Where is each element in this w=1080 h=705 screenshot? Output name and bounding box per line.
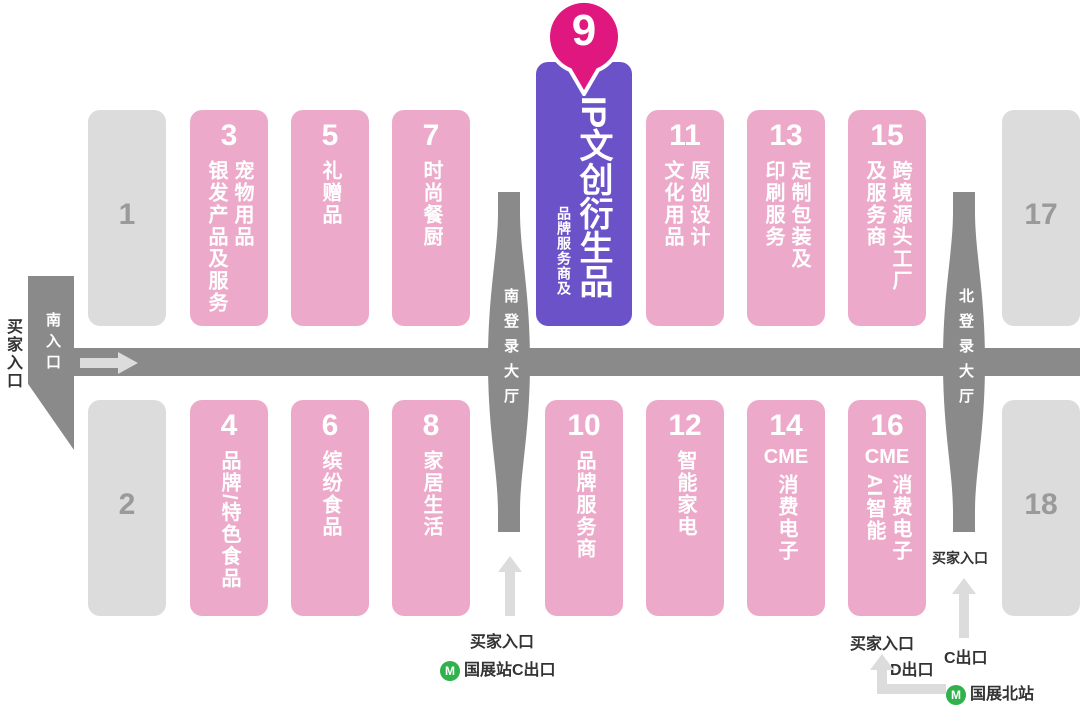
hall-17[interactable]: 17 bbox=[1002, 110, 1080, 326]
hall-11[interactable]: 11 文化用品原创设计 bbox=[646, 110, 724, 326]
hall-18[interactable]: 18 bbox=[1002, 400, 1080, 616]
hall-category: 及服务商 bbox=[863, 160, 885, 248]
hall-15[interactable]: 15 及服务商跨境源头工厂 bbox=[848, 110, 926, 326]
hall-tag: CME bbox=[763, 446, 809, 468]
hall-category: 文化用品 bbox=[661, 160, 683, 248]
hall-number: 16 bbox=[870, 409, 904, 442]
hall-4[interactable]: 4 品牌/特色食品 bbox=[190, 400, 268, 616]
hall-number: 2 bbox=[118, 488, 136, 521]
hall-category: 消费电子 bbox=[889, 474, 911, 562]
hall-number: 6 bbox=[321, 409, 339, 442]
south-lobby bbox=[488, 192, 530, 532]
buyer-entrance-south: 买家入口 bbox=[470, 634, 535, 651]
hall-category: 品牌/特色食品 bbox=[218, 450, 240, 590]
hall-12[interactable]: 12 智能家电 bbox=[646, 400, 724, 616]
hall-number: 8 bbox=[422, 409, 440, 442]
hall-number: 14 bbox=[769, 409, 803, 442]
hall-subcategory: 品牌服务商及 bbox=[556, 206, 572, 296]
hall-13[interactable]: 13 印刷服务定制包装及 bbox=[747, 110, 825, 326]
hall-number: 5 bbox=[321, 119, 339, 152]
metro-icon: M bbox=[946, 684, 966, 705]
hall-number: 13 bbox=[769, 119, 803, 152]
arrow-up-icon bbox=[870, 654, 946, 694]
map-pin-icon bbox=[546, 0, 622, 96]
arrow-right-icon bbox=[80, 352, 138, 374]
buyer-entrance-north-right: 买家入口 bbox=[932, 550, 988, 566]
hall-2[interactable]: 2 bbox=[88, 400, 166, 616]
hall-16[interactable]: 16 CME AI智能消费电子 bbox=[848, 400, 926, 616]
hall-number: 4 bbox=[220, 409, 238, 442]
hall-number: 15 bbox=[870, 119, 904, 152]
metro-station-c-label: 国展站C出口 bbox=[464, 662, 556, 679]
metro-station-north-label: 国展北站 bbox=[970, 686, 1035, 703]
hall-category: AI智能 bbox=[863, 474, 885, 542]
hall-category: 宠物用品 bbox=[231, 160, 253, 248]
hall-category: 礼赠品 bbox=[319, 160, 341, 226]
hall-number: 11 bbox=[669, 119, 701, 152]
hall-category: 家居生活 bbox=[420, 450, 442, 538]
hall-3[interactable]: 3 银发产品及服务宠物用品 bbox=[190, 110, 268, 326]
north-lobby-label: 北登录大厅 bbox=[957, 288, 974, 413]
hall-number: 12 bbox=[668, 409, 702, 442]
d-exit-label: D出口 bbox=[890, 662, 934, 679]
hall-14[interactable]: 14 CME 消费电子 bbox=[747, 400, 825, 616]
hall-6[interactable]: 6 缤纷食品 bbox=[291, 400, 369, 616]
hall-1[interactable]: 1 bbox=[88, 110, 166, 326]
north-lobby bbox=[943, 192, 985, 532]
hall-category: 印刷服务 bbox=[762, 160, 784, 248]
hall-category: 定制包装及 bbox=[788, 160, 810, 270]
featured-hall-number: 9 bbox=[571, 6, 597, 55]
south-entrance-label: 南入口 bbox=[44, 312, 61, 375]
buyer-entrance-north-left: 买家入口 bbox=[850, 636, 915, 653]
hall-tag: CME bbox=[864, 446, 910, 468]
hall-category: 智能家电 bbox=[674, 450, 696, 538]
hall-number: 1 bbox=[118, 198, 136, 231]
arrow-up-icon bbox=[952, 578, 976, 638]
main-corridor bbox=[40, 348, 1080, 376]
south-lobby-label: 南登录大厅 bbox=[502, 288, 519, 413]
metro-icon: M bbox=[440, 660, 460, 681]
hall-number: 3 bbox=[220, 119, 238, 152]
buyer-entrance-west: 买家入口 bbox=[4, 318, 21, 390]
c-exit-label: C出口 bbox=[944, 650, 988, 667]
hall-category: 缤纷食品 bbox=[319, 450, 341, 538]
hall-title: IP文创衍生品 bbox=[574, 96, 612, 299]
hall-number: 10 bbox=[567, 409, 601, 442]
hall-7[interactable]: 7 时尚餐厨 bbox=[392, 110, 470, 326]
hall-number: 17 bbox=[1024, 198, 1058, 231]
hall-category: 跨境源头工厂 bbox=[889, 160, 911, 292]
hall-category: 原创设计 bbox=[687, 160, 709, 248]
hall-number: 7 bbox=[422, 119, 440, 152]
hall-category: 品牌服务商 bbox=[573, 450, 595, 560]
hall-category: 时尚餐厨 bbox=[420, 160, 442, 248]
hall-10[interactable]: 10 品牌服务商 bbox=[545, 400, 623, 616]
hall-category: 消费电子 bbox=[775, 474, 797, 562]
hall-5[interactable]: 5 礼赠品 bbox=[291, 110, 369, 326]
hall-category: 银发产品及服务 bbox=[205, 160, 227, 314]
hall-number: 18 bbox=[1024, 488, 1058, 521]
arrow-up-icon bbox=[498, 556, 522, 616]
hall-8[interactable]: 8 家居生活 bbox=[392, 400, 470, 616]
hall-9[interactable]: 品牌服务商及 IP文创衍生品 bbox=[536, 62, 632, 326]
